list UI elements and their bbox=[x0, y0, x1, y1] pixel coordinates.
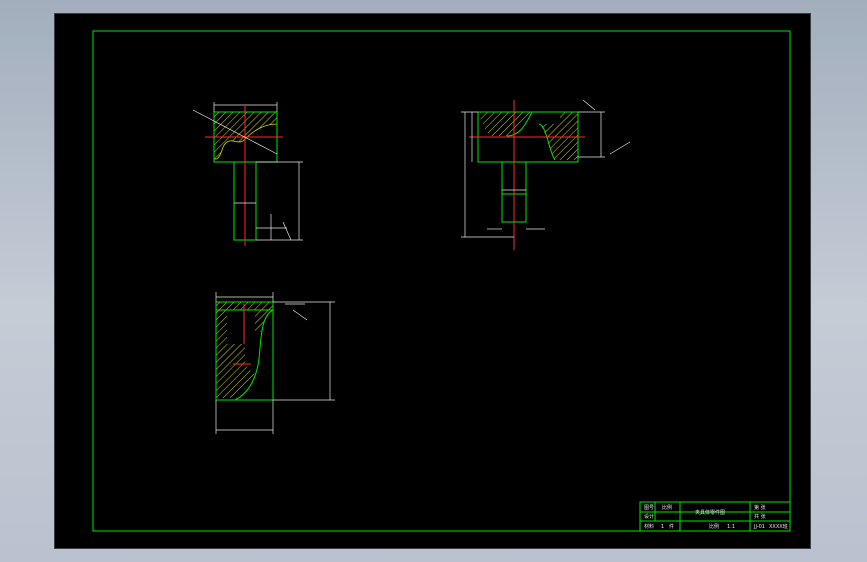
view-top-right bbox=[461, 99, 631, 250]
cad-drawing: 图号 比例 设计 夹具体零件图 第 张 共 张 材料 1 件 比例 1:1 JJ… bbox=[92, 30, 791, 532]
hatch-region bbox=[539, 112, 578, 160]
tb-scale-value: 1:1 bbox=[727, 524, 735, 530]
tb-sheet-1: 第 张 bbox=[754, 504, 766, 511]
tb-cell-r2c1: 设计 bbox=[644, 513, 654, 520]
tb-material: 材料 bbox=[644, 523, 654, 530]
tb-qty: 1 bbox=[661, 524, 664, 530]
tb-cell-r1c1: 图号 bbox=[644, 505, 654, 511]
hatch-region bbox=[216, 310, 255, 398]
title-block: 图号 比例 设计 夹具体零件图 第 张 共 张 材料 1 件 比例 1:1 JJ… bbox=[639, 501, 791, 532]
view-bottom-left bbox=[215, 292, 335, 434]
tb-unit: 件 bbox=[669, 523, 674, 530]
hatch-region bbox=[480, 112, 532, 136]
drawing-canvas[interactable]: 图号 比例 设计 夹具体零件图 第 张 共 张 材料 1 件 比例 1:1 JJ… bbox=[55, 14, 810, 548]
tb-drawing-no: JJ-01 bbox=[753, 524, 765, 530]
tb-sheet-2: 共 张 bbox=[754, 513, 766, 520]
tb-scale-label: 比例 bbox=[709, 523, 719, 530]
drawing-border bbox=[92, 30, 791, 532]
view-top-left bbox=[192, 102, 303, 246]
tb-cell-r1c2: 比例 bbox=[662, 504, 672, 511]
tb-class-no: XXXX班 bbox=[769, 523, 788, 530]
tb-drawing-name: 夹具体零件图 bbox=[695, 509, 725, 516]
